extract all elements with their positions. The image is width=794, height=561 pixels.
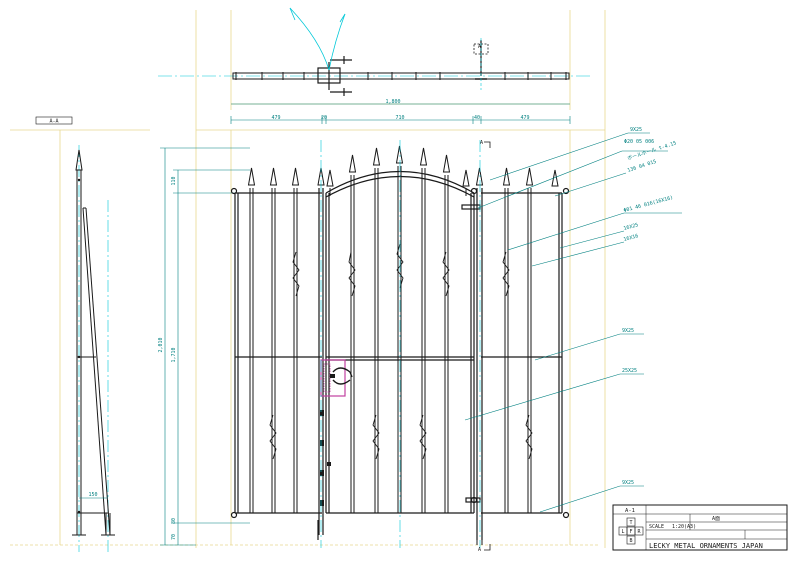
callout-1: 9X25 <box>630 127 642 133</box>
callout-2: Φ20 05 006 <box>624 139 654 145</box>
callout-9: 25X25 <box>622 368 637 374</box>
plan-overall-dim: 1,800 <box>385 99 400 105</box>
callout-7: 16X16 <box>623 233 639 243</box>
pickets <box>249 166 532 513</box>
gate-posts <box>318 188 483 540</box>
tb-code: A-1 <box>625 508 635 514</box>
plan-latch <box>317 56 352 96</box>
plan-dim-4: 40 <box>474 115 480 121</box>
tb-view-b: B <box>629 538 632 544</box>
plan-dim-1: 479 <box>271 115 280 121</box>
plan-dim-5: 479 <box>520 115 529 121</box>
finials <box>247 145 559 187</box>
callout-leaders <box>464 132 682 513</box>
section-view: A-A 150 <box>35 116 115 552</box>
lock-assembly <box>317 359 353 540</box>
tb-company: LECKY METAL ORNAMENTS JAPAN <box>649 542 763 550</box>
callout-8: 9X25 <box>622 328 634 334</box>
tb-sheet: A面 <box>712 516 720 522</box>
tb-view-r: R <box>637 529 641 535</box>
plan-dim-3: 710 <box>395 115 404 121</box>
twist-ornaments <box>269 243 533 460</box>
callout-4: 136 04 015 <box>627 159 657 174</box>
tb-scale-label: SCALE <box>649 524 664 530</box>
elev-dim-bottom: 80 <box>171 518 177 524</box>
callout-10: 9X25 <box>622 480 634 486</box>
section-mark-top: A <box>480 140 483 146</box>
callout-5: Φ01 46 016(16X16) <box>623 195 674 214</box>
section-label: A-A <box>49 119 58 125</box>
plan-view: 1,800 479 20 710 40 479 <box>158 7 590 124</box>
section-label-box <box>35 116 73 125</box>
front-elevation <box>230 145 570 545</box>
callout-6: 16X25 <box>623 222 639 232</box>
plan-section-mark: A <box>478 44 481 50</box>
title-block: T L F R B A-1 A面 SCALE 1:20(A3) LECKY ME… <box>612 504 788 551</box>
plan-dim-2: 20 <box>321 115 327 121</box>
section-dim-150: 150 <box>88 492 97 498</box>
elev-dim-main: 1,710 <box>171 347 177 362</box>
right-side-panel <box>481 192 563 514</box>
elevation-dims <box>160 147 250 546</box>
plan-rail <box>232 72 570 80</box>
section-mark-bottom: A <box>478 547 481 553</box>
elev-dim-top: 110 <box>171 176 177 185</box>
elev-dim-total: 2,010 <box>158 337 164 352</box>
swing-arcs <box>289 7 346 71</box>
tb-view-f: F <box>629 529 632 535</box>
tb-view-t: T <box>629 520 632 526</box>
left-side-panel <box>234 192 322 514</box>
tb-scale: 1:20(A3) <box>672 524 696 530</box>
elev-dim-ground: 70 <box>171 534 177 540</box>
guide-lines <box>10 10 606 548</box>
plan-drop-rod <box>473 38 489 90</box>
tb-view-l: L <box>621 529 624 535</box>
